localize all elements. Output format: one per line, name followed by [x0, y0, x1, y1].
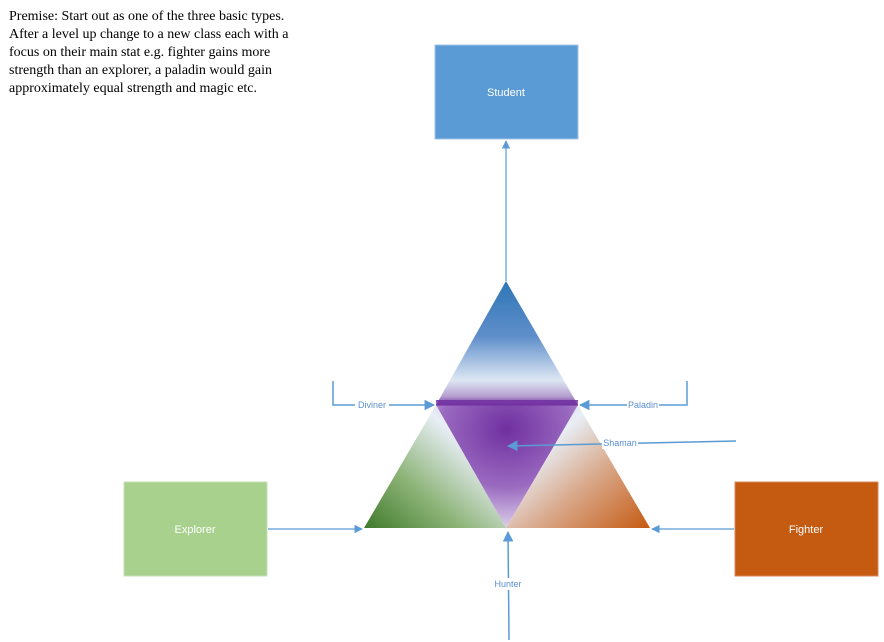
- connector-diviner: [332, 381, 436, 411]
- student-box[interactable]: Student: [434, 44, 579, 140]
- premise-line: strength than an explorer, a paladin wou…: [9, 63, 273, 78]
- premise-line: focus on their main stat e.g. fighter ga…: [9, 45, 271, 60]
- fighter-box[interactable]: Fighter: [734, 481, 879, 577]
- premise-line: Premise: Start out as one of the three b…: [9, 9, 285, 24]
- shaman-label: Shaman: [603, 438, 637, 448]
- triangle-purple-band: [436, 400, 578, 406]
- diviner-label-bg: [355, 399, 389, 411]
- hunter-label: Hunter: [494, 579, 521, 589]
- connector-paladin: [578, 381, 688, 411]
- shaman-label-bg: [602, 437, 638, 449]
- paladin-label-bg: [627, 399, 659, 411]
- triangle-right-strength: [506, 405, 650, 528]
- explorer-label: Explorer: [175, 524, 216, 536]
- triangle-top-magic: [436, 281, 578, 405]
- hunter-label-bg: [491, 578, 525, 590]
- fighter-label: Fighter: [789, 524, 824, 536]
- premise-line: approximately equal strength and magic e…: [9, 81, 258, 96]
- diviner-label: Diviner: [358, 400, 386, 410]
- paladin-label: Paladin: [628, 400, 658, 410]
- triangle-center-mix: [436, 405, 578, 528]
- triangle-left-nature: [364, 405, 506, 528]
- premise-text: Premise: Start out as one of the three b…: [9, 8, 349, 98]
- explorer-box[interactable]: Explorer: [123, 481, 268, 577]
- premise-line: After a level up change to a new class e…: [9, 27, 289, 42]
- student-label: Student: [487, 87, 525, 99]
